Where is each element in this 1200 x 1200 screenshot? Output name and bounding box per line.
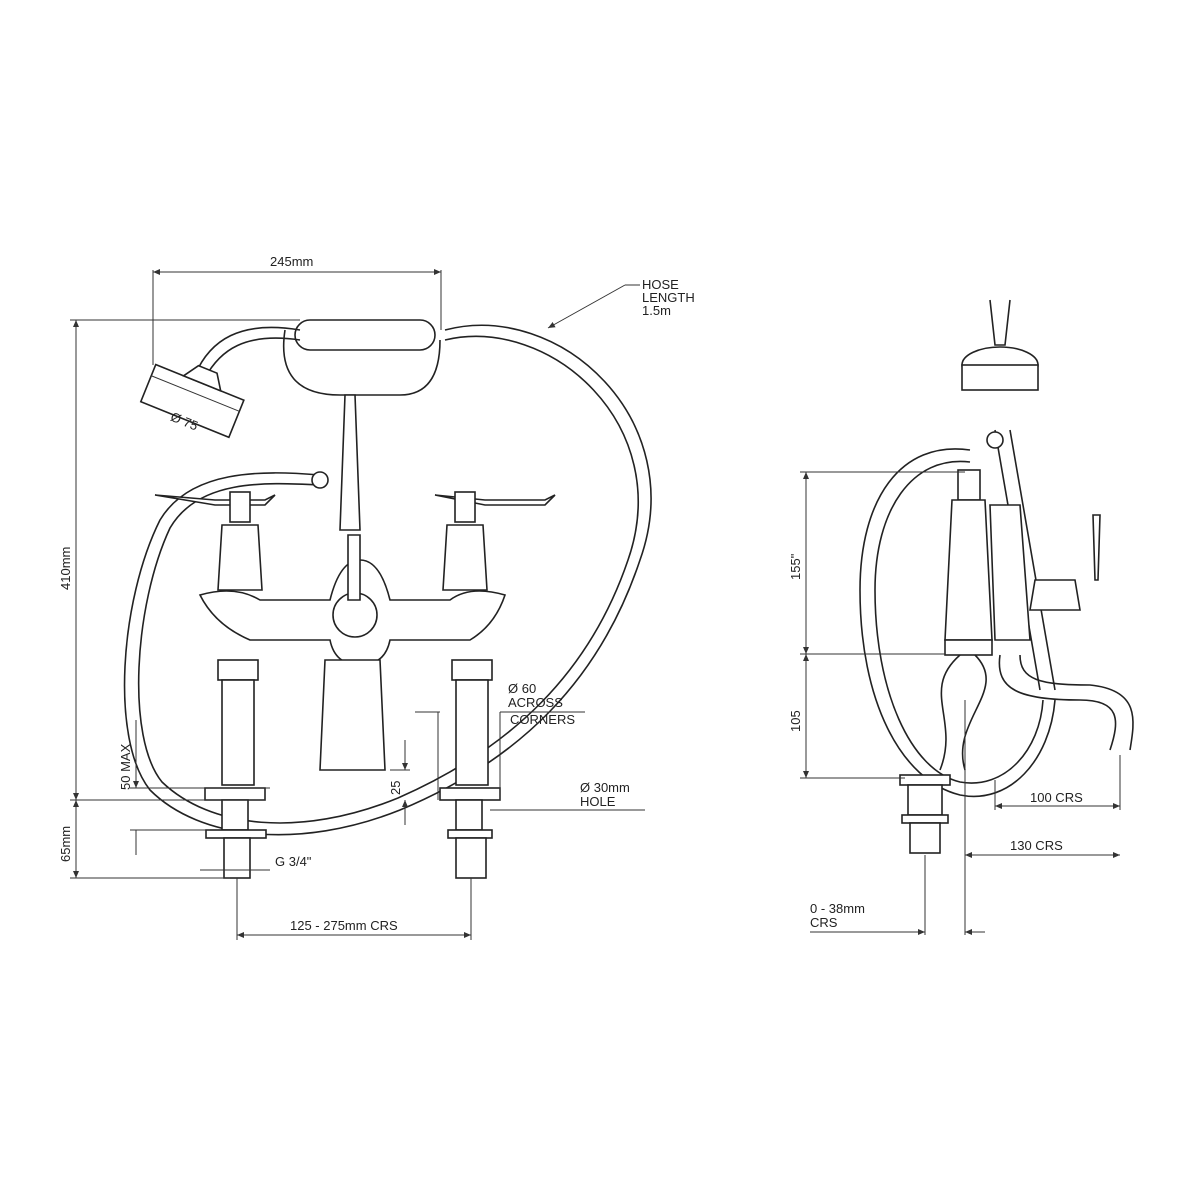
max-label: 50 MAX [118,743,133,790]
offset-label-2: CRS [810,915,838,930]
across-corners-label-1: Ø 60 [508,681,536,696]
hose-label-2: LENGTH [642,290,695,305]
spout [319,659,386,771]
outer-crs-label: 130 CRS [1010,838,1063,853]
spout-drop-label: 25 [388,781,403,795]
thread-label: G 3/4" [275,854,312,869]
centres-label: 125 - 275mm CRS [290,918,398,933]
shank-label: 65mm [58,826,73,862]
hose-label-1: HOSE [642,277,679,292]
spout-crs-label: 100 CRS [1030,790,1083,805]
right-handle [434,491,556,591]
lower-height-label: 105 [788,710,803,732]
hole-label-1: Ø 30mm [580,780,630,795]
side-view: 155" 105 100 CRS 130 CRS 0 - 38mm CRS [788,299,1134,935]
hose-label-3: 1.5m [642,303,671,318]
across-corners-label-2: ACROSS [508,695,563,710]
across-corners-label-3: CORNERS [510,712,575,727]
upper-height-label: 155" [788,553,803,580]
front-view: Ø 75 245 [58,254,695,940]
hole-label-2: HOLE [580,794,616,809]
left-handle [154,491,276,591]
side-shower-head [961,299,1039,449]
width-label: 245mm [270,254,313,269]
offset-label-1: 0 - 38mm [810,901,865,916]
height-label: 410mm [58,547,73,590]
handset: Ø 75 [139,319,441,531]
hose [123,324,652,836]
shower-head [139,363,245,439]
